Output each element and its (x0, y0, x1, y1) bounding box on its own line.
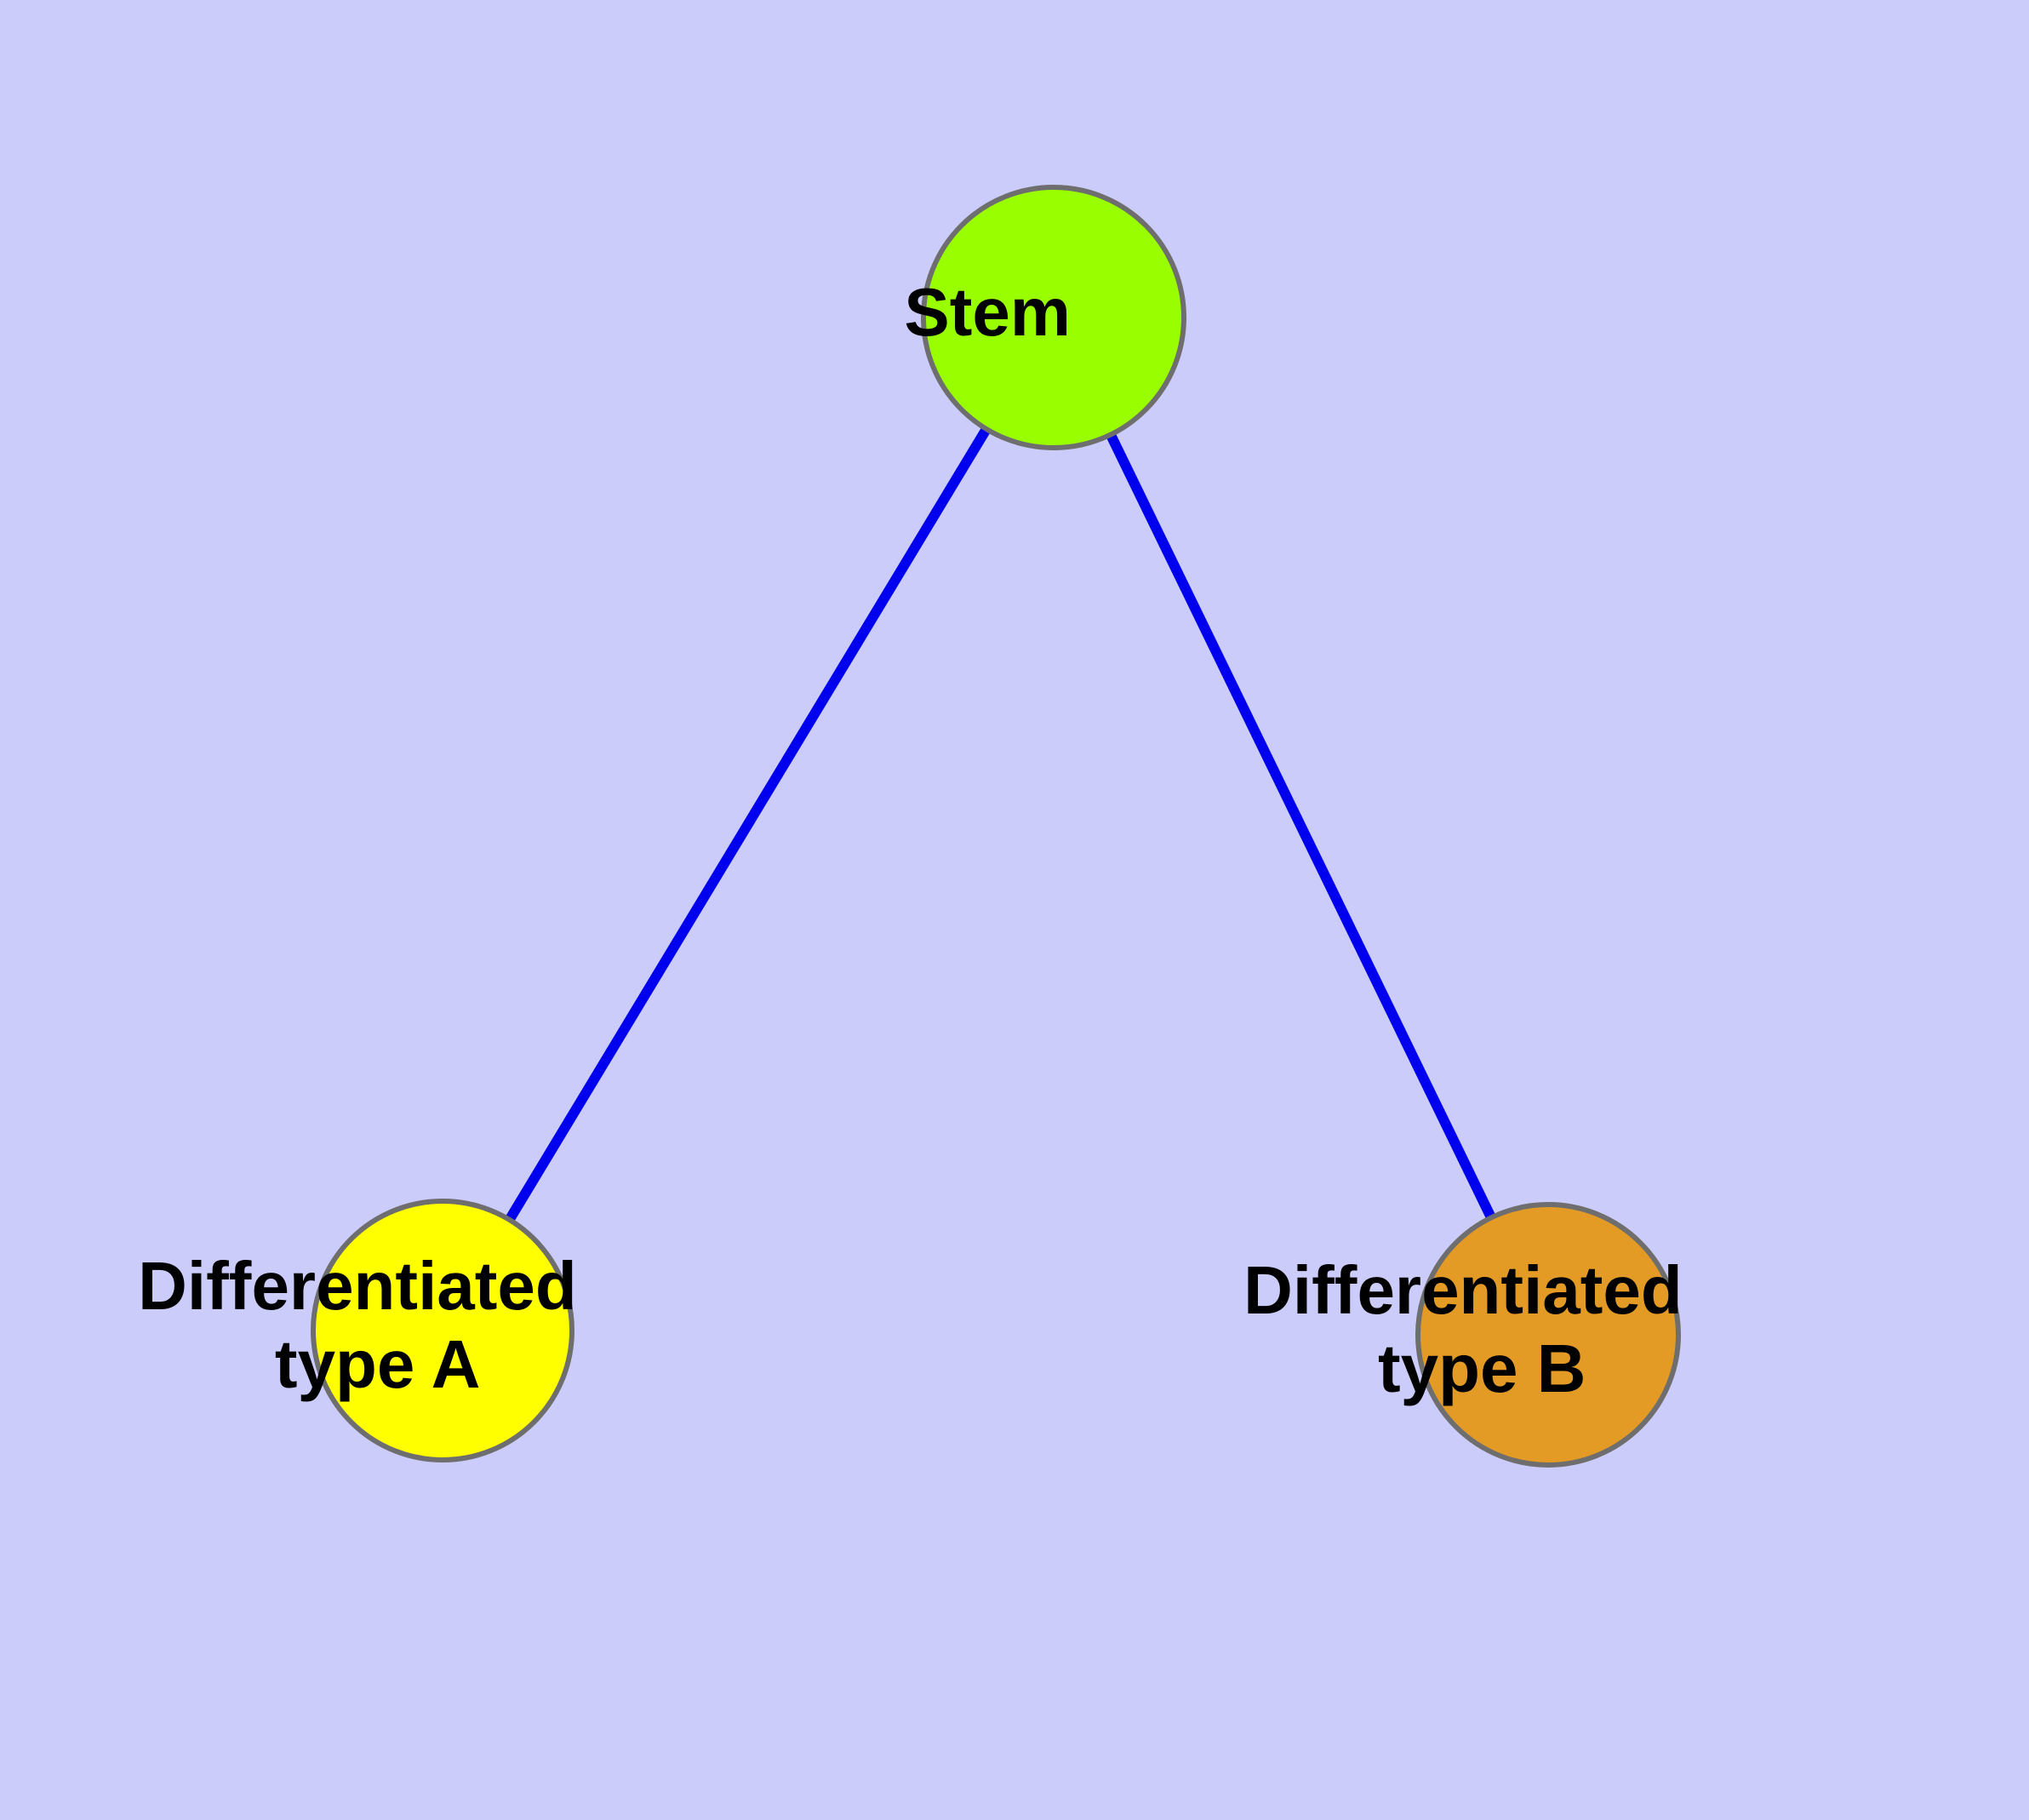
node-differentiated-type-a[interactable] (311, 1199, 574, 1462)
node-differentiated-type-b[interactable] (1415, 1202, 1681, 1468)
node-stem[interactable] (921, 185, 1186, 450)
edge-layer (504, 425, 1497, 1224)
node-label-differentiated-type-a-line1: Differentiated (138, 1248, 577, 1324)
node-label-differentiated-type-a: Differentiated type A (138, 0, 747, 1402)
node-label-differentiated-type-b-line2: type B (1378, 1331, 1586, 1406)
node-label-differentiated-type-a-line2: type A (275, 1326, 479, 1402)
node-label-stem: Stem (904, 0, 1203, 350)
label-layer: Stem Differentiated type A Differentiate… (138, 0, 1853, 1406)
edge-stem-to-differentiated-b[interactable] (1105, 431, 1497, 1222)
node-label-differentiated-type-b-line1: Differentiated (1243, 1252, 1683, 1328)
node-label-stem-line1: Stem (904, 274, 1071, 350)
node-label-differentiated-type-b: Differentiated type B (1243, 0, 1853, 1406)
node-layer (311, 185, 1681, 1468)
edge-stem-to-differentiated-a[interactable] (504, 425, 992, 1224)
